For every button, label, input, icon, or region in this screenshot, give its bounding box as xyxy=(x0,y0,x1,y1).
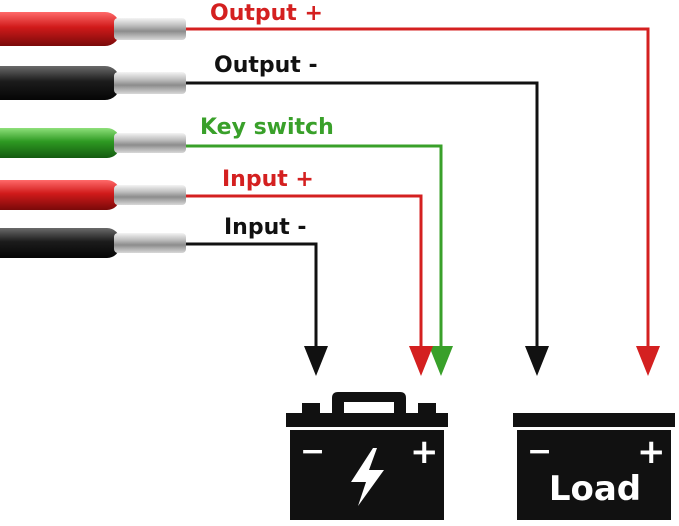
battery-lid xyxy=(286,413,448,427)
arrowhead-icon xyxy=(525,346,549,376)
battery-terminal-left xyxy=(302,403,320,414)
wire-output-plus: Output + xyxy=(0,1,660,376)
arrowhead-icon xyxy=(409,346,433,376)
load-lid xyxy=(513,413,675,427)
load-plus-label: + xyxy=(637,432,666,472)
load-body xyxy=(517,430,671,520)
battery-plus-label: + xyxy=(410,432,439,472)
wire-insulation xyxy=(0,12,120,46)
load-box-icon: − + Load xyxy=(513,413,675,520)
wire-insulation xyxy=(0,228,120,258)
wire-input-minus-line xyxy=(186,242,318,355)
label-output-minus: Output - xyxy=(214,53,318,78)
wire-input-minus: Input - xyxy=(0,215,328,376)
load-label: Load xyxy=(549,469,641,509)
arrowhead-icon xyxy=(636,346,660,376)
wire-insulation xyxy=(0,66,120,100)
arrowhead-icon xyxy=(304,346,328,376)
wire-conductor xyxy=(114,233,186,253)
battery-handle xyxy=(332,392,406,414)
wire-output-minus-line xyxy=(186,81,539,355)
label-output-plus: Output + xyxy=(210,1,323,26)
label-key-switch: Key switch xyxy=(200,115,334,140)
label-input-plus: Input + xyxy=(222,167,314,192)
wire-input-plus: Input + xyxy=(0,167,433,376)
wire-conductor xyxy=(114,185,186,205)
load-minus-label: − xyxy=(527,434,552,469)
wire-insulation xyxy=(0,180,120,210)
battery-minus-label: − xyxy=(300,434,325,469)
wire-output-minus: Output - xyxy=(0,53,549,376)
wire-conductor xyxy=(114,133,186,153)
wire-key-switch-line xyxy=(186,144,443,355)
wire-output-plus-line xyxy=(186,27,650,355)
wire-insulation xyxy=(0,128,120,158)
battery-terminal-right xyxy=(418,403,436,414)
wire-conductor xyxy=(114,18,186,40)
label-input-minus: Input - xyxy=(224,215,307,240)
wire-key-switch: Key switch xyxy=(0,115,453,376)
lightning-bolt-icon xyxy=(351,448,384,506)
wire-conductor xyxy=(114,72,186,94)
battery-icon: − + xyxy=(286,392,448,520)
arrowhead-icon xyxy=(429,346,453,376)
wire-input-plus-line xyxy=(186,194,423,355)
